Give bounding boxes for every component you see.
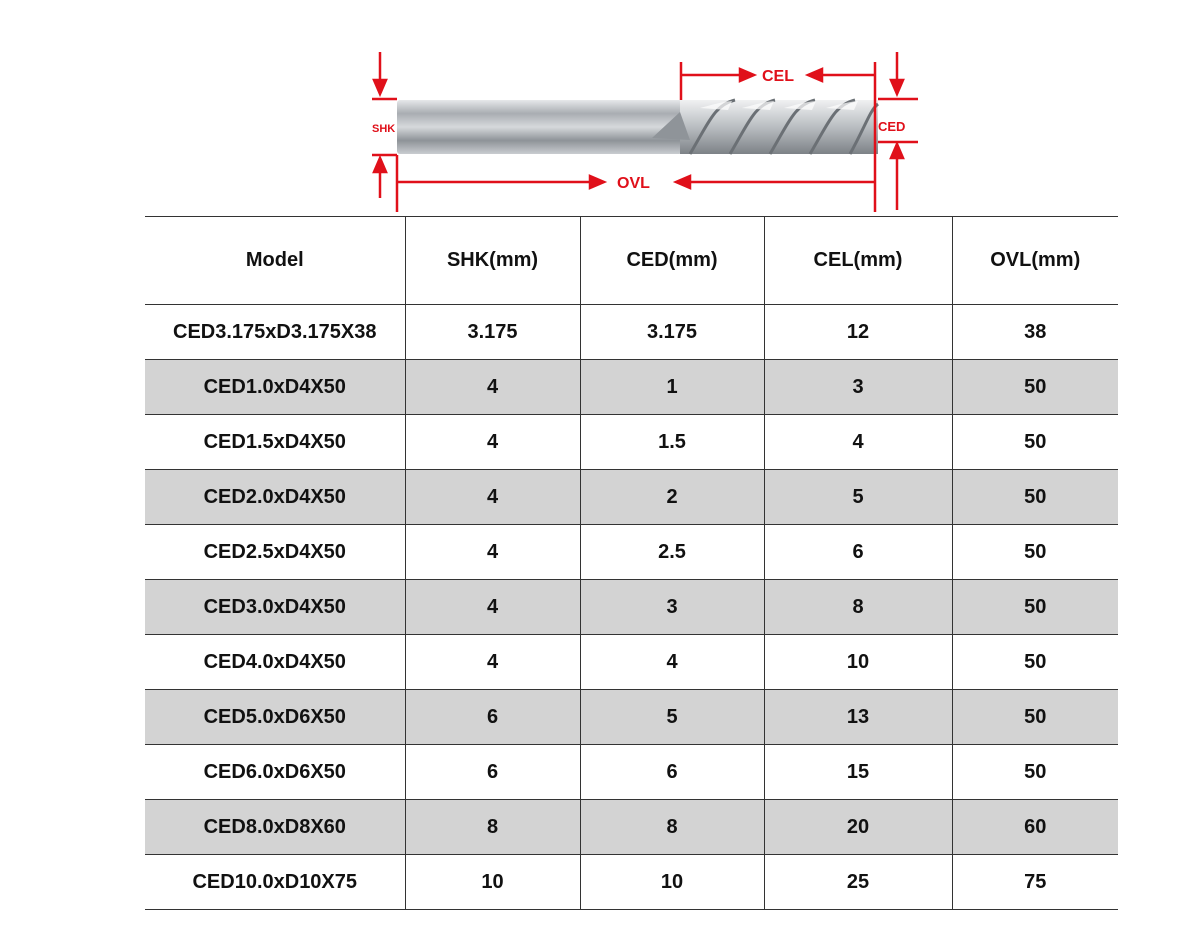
- cell-ovl: 50: [951, 689, 1118, 745]
- table-row: CED10.0xD10X75 10 10 25 75: [145, 854, 1118, 910]
- cell-shk: 6: [404, 689, 580, 745]
- cell-cel: 6: [763, 524, 952, 580]
- table-row: CED3.0xD4X50 4 3 8 50: [145, 579, 1118, 635]
- shank-body: [397, 100, 682, 154]
- cell-cel: 13: [763, 689, 952, 745]
- header-shk: SHK(mm): [404, 216, 580, 305]
- cell-shk: 4: [404, 414, 580, 470]
- cell-ced: 3.175: [579, 304, 764, 360]
- cell-cel: 12: [763, 304, 952, 360]
- cell-ovl: 50: [951, 359, 1118, 415]
- cell-model: CED6.0xD6X50: [145, 744, 405, 800]
- cell-cel: 20: [763, 799, 952, 855]
- cell-model: CED10.0xD10X75: [145, 854, 405, 910]
- header-model: Model: [145, 216, 405, 305]
- cell-model: CED1.5xD4X50: [145, 414, 405, 470]
- cell-model: CED5.0xD6X50: [145, 689, 405, 745]
- cell-model: CED2.0xD4X50: [145, 469, 405, 525]
- table-row: CED6.0xD6X50 6 6 15 50: [145, 744, 1118, 800]
- cell-ovl: 50: [951, 579, 1118, 635]
- cell-ced: 1: [579, 359, 764, 415]
- specification-table: Model SHK(mm) CED(mm) CEL(mm) OVL(mm) CE…: [145, 216, 1118, 910]
- cell-ovl: 50: [951, 414, 1118, 470]
- table-row: CED2.5xD4X50 4 2.5 6 50: [145, 524, 1118, 580]
- cell-model: CED4.0xD4X50: [145, 634, 405, 690]
- cell-model: CED3.175xD3.175X38: [145, 304, 405, 360]
- table-row: CED1.0xD4X50 4 1 3 50: [145, 359, 1118, 415]
- cell-cel: 5: [763, 469, 952, 525]
- cell-shk: 4: [404, 524, 580, 580]
- cell-cel: 3: [763, 359, 952, 415]
- table-row: CED3.175xD3.175X38 3.175 3.175 12 38: [145, 304, 1118, 360]
- cell-model: CED8.0xD8X60: [145, 799, 405, 855]
- cell-ovl: 50: [951, 469, 1118, 525]
- dimension-lines: [372, 52, 918, 212]
- header-ovl: OVL(mm): [951, 216, 1118, 305]
- cell-shk: 8: [404, 799, 580, 855]
- table-row: CED8.0xD8X60 8 8 20 60: [145, 799, 1118, 855]
- cell-model: CED2.5xD4X50: [145, 524, 405, 580]
- cell-cel: 4: [763, 414, 952, 470]
- flute-body: [680, 100, 878, 154]
- cell-ovl: 50: [951, 524, 1118, 580]
- end-mill-dimension-diagram: SHK CED CEL OVL: [372, 52, 918, 212]
- ovl-label: OVL: [617, 175, 650, 192]
- header-cel: CEL(mm): [763, 216, 952, 305]
- table-row: CED4.0xD4X50 4 4 10 50: [145, 634, 1118, 690]
- cell-ced: 10: [579, 854, 764, 910]
- shk-label: SHK: [372, 123, 395, 135]
- flute-tip: [652, 112, 690, 140]
- cell-ovl: 50: [951, 634, 1118, 690]
- cell-cel: 25: [763, 854, 952, 910]
- cell-shk: 4: [404, 579, 580, 635]
- cell-shk: 6: [404, 744, 580, 800]
- table-row: CED1.5xD4X50 4 1.5 4 50: [145, 414, 1118, 470]
- table-row: CED2.0xD4X50 4 2 5 50: [145, 469, 1118, 525]
- cell-model: CED3.0xD4X50: [145, 579, 405, 635]
- cell-shk: 4: [404, 634, 580, 690]
- table-row: CED5.0xD6X50 6 5 13 50: [145, 689, 1118, 745]
- cell-shk: 4: [404, 359, 580, 415]
- cell-shk: 10: [404, 854, 580, 910]
- cell-model: CED1.0xD4X50: [145, 359, 405, 415]
- cell-ced: 5: [579, 689, 764, 745]
- table-header-row: Model SHK(mm) CED(mm) CEL(mm) OVL(mm): [145, 216, 1118, 305]
- cell-cel: 10: [763, 634, 952, 690]
- cell-ced: 4: [579, 634, 764, 690]
- cell-cel: 8: [763, 579, 952, 635]
- ced-label: CED: [878, 119, 905, 134]
- cell-ovl: 60: [951, 799, 1118, 855]
- cell-ovl: 75: [951, 854, 1118, 910]
- cell-ced: 2: [579, 469, 764, 525]
- cell-shk: 4: [404, 469, 580, 525]
- cell-ced: 2.5: [579, 524, 764, 580]
- cell-shk: 3.175: [404, 304, 580, 360]
- end-mill-image: [397, 98, 880, 155]
- header-ced: CED(mm): [579, 216, 764, 305]
- cell-ced: 1.5: [579, 414, 764, 470]
- cell-ovl: 50: [951, 744, 1118, 800]
- cel-label: CEL: [762, 68, 794, 85]
- cell-cel: 15: [763, 744, 952, 800]
- cell-ced: 6: [579, 744, 764, 800]
- cell-ced: 8: [579, 799, 764, 855]
- cell-ced: 3: [579, 579, 764, 635]
- cell-ovl: 38: [951, 304, 1118, 360]
